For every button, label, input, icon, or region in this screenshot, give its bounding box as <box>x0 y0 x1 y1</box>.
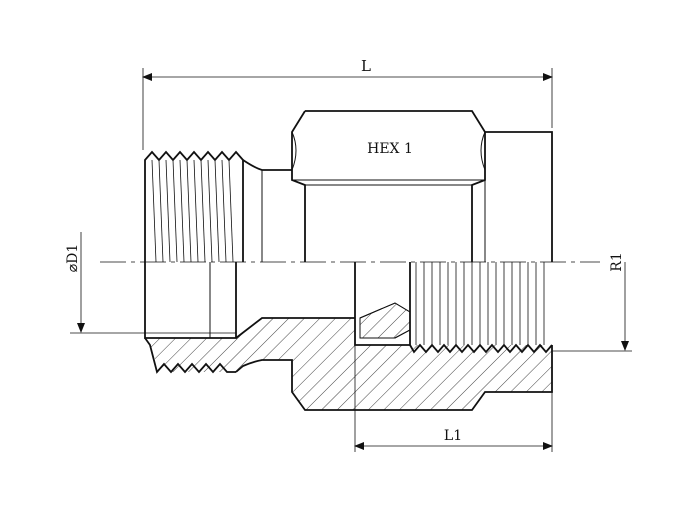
dimension-r1: R1 <box>552 252 632 352</box>
dimension-d1: ⌀D1 <box>65 232 236 334</box>
label-r1: R1 <box>609 252 625 271</box>
female-collar <box>484 131 553 262</box>
label-l1: L1 <box>444 428 462 444</box>
section-view <box>144 262 553 411</box>
dimension-l1: L1 <box>354 345 553 452</box>
hex-body: HEX 1 <box>291 110 486 262</box>
label-d1: ⌀D1 <box>65 244 81 273</box>
label-hex: HEX 1 <box>367 141 413 157</box>
dimension-l: L <box>142 57 553 150</box>
male-thread-upper <box>144 150 292 263</box>
label-l: L <box>361 57 371 75</box>
